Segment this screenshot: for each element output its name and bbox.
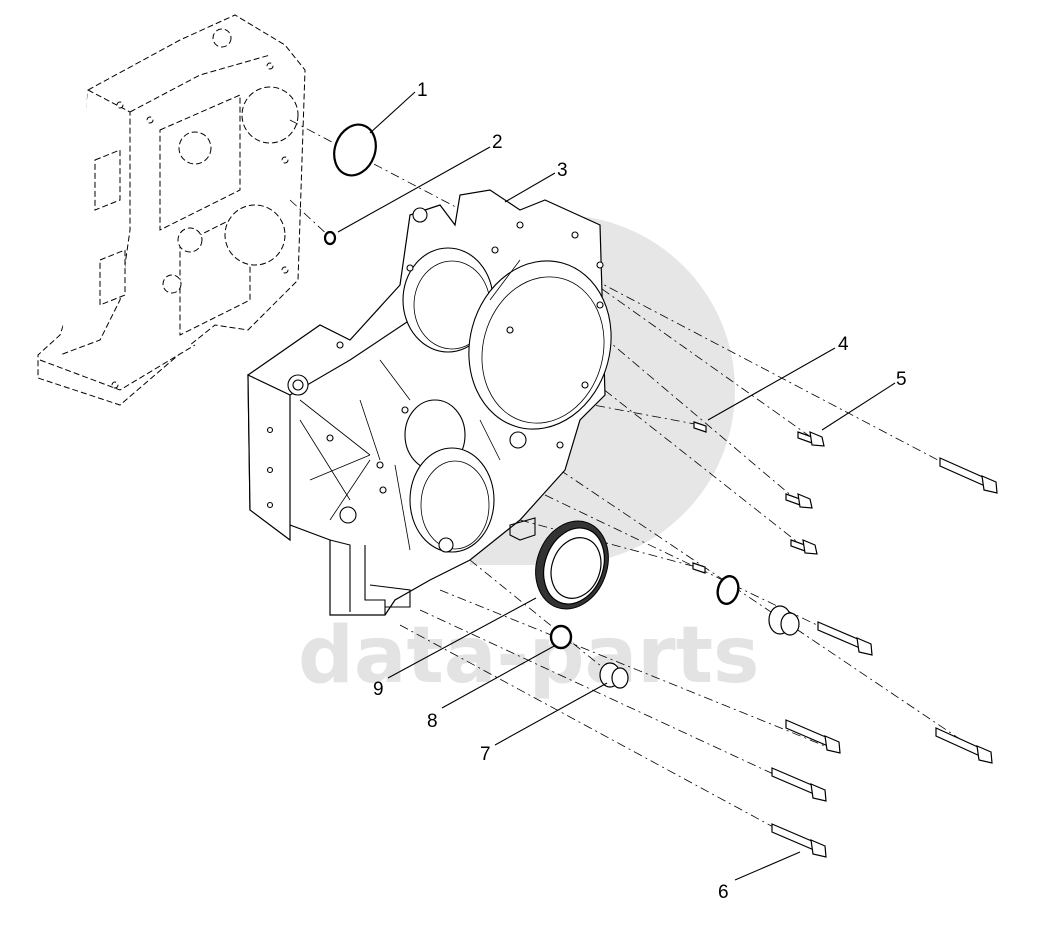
callout-6: 6 <box>718 882 729 903</box>
crankshaft-seal <box>535 520 609 610</box>
bolt-short-2 <box>785 493 813 509</box>
seal-small <box>323 230 337 246</box>
bolt-long-3 <box>935 727 993 764</box>
bolt-long-5 <box>771 767 827 802</box>
callout-4: 4 <box>838 334 849 355</box>
callouts: 1 2 3 4 5 6 7 8 9 <box>373 80 907 903</box>
bolt-long-4 <box>785 719 841 754</box>
watermark-text: data-parts <box>298 611 759 701</box>
callout-9: 9 <box>373 679 384 700</box>
bolt-short-3 <box>790 539 818 555</box>
dowel-pin-lower <box>692 562 706 574</box>
o-ring-large <box>333 123 377 177</box>
callout-2: 2 <box>492 132 503 153</box>
o-ring-lower <box>549 624 573 650</box>
bolt-long-6 <box>771 823 827 858</box>
engine-block-phantom <box>37 14 306 406</box>
bolt-long-1 <box>939 457 998 494</box>
plug-upper <box>768 605 800 636</box>
callout-8: 8 <box>427 711 438 732</box>
callout-1: 1 <box>417 80 428 101</box>
bolt-short-1 <box>797 431 825 447</box>
timing-cover <box>247 189 612 616</box>
callout-3: 3 <box>557 160 568 181</box>
callout-7: 7 <box>480 744 491 765</box>
o-ring-upper <box>716 575 740 605</box>
plug-lower <box>599 662 629 689</box>
bolts <box>771 431 998 858</box>
leader-lines <box>337 91 896 881</box>
callout-5: 5 <box>896 369 907 390</box>
bolt-long-2 <box>817 621 873 656</box>
dowel-pin-upper <box>693 421 707 433</box>
